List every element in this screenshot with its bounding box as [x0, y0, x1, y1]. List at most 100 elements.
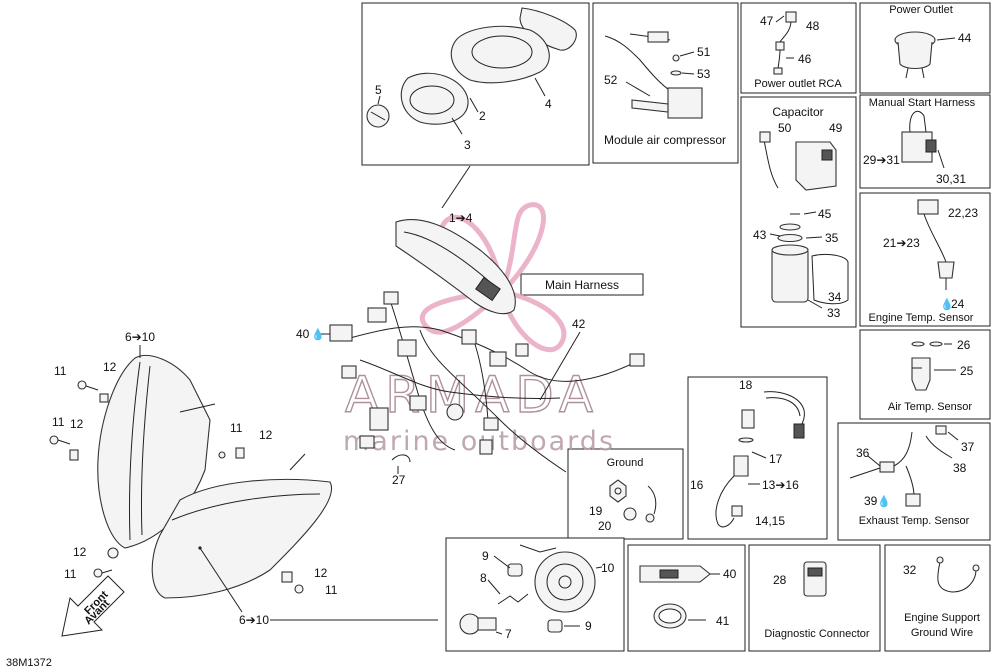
leader-44 [936, 37, 956, 41]
title-capacitor: Capacitor [772, 105, 823, 119]
capacitor-sleeve-part-34 [811, 253, 849, 305]
screw-51 [672, 54, 680, 62]
sealant-label [659, 569, 679, 579]
capacitor-wire [763, 139, 779, 189]
engine-temp-connector [917, 199, 939, 215]
diagnostic-connector-body [803, 561, 827, 597]
manual-start-harness-parts [901, 110, 945, 169]
rca-connector [775, 41, 785, 51]
leader-2 [469, 97, 479, 113]
callout-2: 2 [479, 109, 486, 123]
callout-20: 20 [598, 519, 612, 533]
ground-parts [609, 479, 657, 523]
ground-wire-terminal [972, 564, 980, 572]
power-outlet-terminal [921, 67, 925, 79]
diagnostic-connector-latch [807, 567, 823, 577]
leader-4 [534, 77, 546, 97]
connector [369, 407, 389, 431]
callout-13-16: 13➔16 [762, 478, 799, 492]
bulb-7 [459, 613, 481, 635]
callout-6-10-bottom: 6➔10 [239, 613, 269, 627]
title-engine-temp-sensor: Engine Temp. Sensor [869, 312, 974, 324]
capacitor-connector [759, 131, 771, 143]
callout-29-31: 29➔31 [863, 153, 900, 167]
callout-11c: 11 [230, 421, 243, 435]
callout-18: 18 [739, 378, 753, 392]
leader-52 [625, 81, 651, 97]
harness-clip-part-27 [391, 454, 411, 463]
callout-27: 27 [392, 473, 406, 487]
tether-key [741, 409, 755, 429]
leader-17 [751, 451, 767, 459]
leader-headlight-right [289, 453, 306, 471]
module-air-compressor-parts [604, 31, 703, 119]
front-direction-arrow: Front Avant [61, 575, 125, 637]
engine-temp-sensor-parts [917, 199, 955, 290]
leader-9a [493, 555, 511, 569]
dash-console-edge [403, 231, 491, 283]
connector [629, 353, 645, 367]
callout-34: 34 [828, 290, 842, 304]
capacitor-bracket-slot [821, 149, 833, 161]
engine-temp-sensor-box [859, 192, 991, 327]
leader-45 [803, 211, 817, 215]
title-manual-start-harness: Manual Start Harness [869, 97, 976, 109]
callout-37: 37 [961, 440, 975, 454]
leader-10 [595, 566, 603, 569]
ground-terminal [645, 513, 655, 523]
harness-ground-lead [419, 329, 567, 473]
callout-11e: 11 [325, 583, 338, 597]
exhaust-sensor-wire [893, 431, 913, 467]
connector [367, 307, 387, 323]
callout-39: 39 [864, 494, 878, 508]
headlight-trim [129, 361, 141, 541]
connector [461, 329, 477, 345]
droplet-icon-40: 💧 [311, 328, 325, 341]
callout-41: 41 [716, 614, 730, 628]
sealant-box [627, 544, 746, 652]
gauge-bezel-part-3 [400, 72, 469, 125]
callout-9b: 9 [585, 619, 592, 633]
gauge-bezel-window [409, 85, 455, 115]
title-exhaust-temp-sensor: Exhaust Temp. Sensor [859, 515, 970, 527]
bulb-socket-9 [507, 563, 523, 577]
callout-4: 4 [545, 97, 552, 111]
callout-12d: 12 [73, 545, 87, 559]
leader-33 [807, 299, 823, 309]
callout-10: 10 [601, 561, 615, 575]
capacitor-can-part-33 [771, 247, 809, 303]
ground-wire-terminal [936, 556, 944, 564]
tether-switch-body [733, 455, 749, 477]
gauge-assembly [366, 7, 577, 209]
nut-12 [235, 447, 245, 459]
callout-1-4: 1➔4 [449, 211, 473, 225]
bulb-cover-10 [534, 551, 596, 613]
diagnostic-connector-parts [803, 561, 827, 597]
callout-35: 35 [825, 231, 839, 245]
leader-6-10-bottom [199, 547, 243, 613]
washer-53 [670, 70, 682, 76]
compressor-module [667, 87, 703, 119]
washer-43 [779, 223, 801, 231]
watermark-tagline: marine outboards [343, 426, 615, 457]
callout-28: 28 [773, 573, 787, 587]
leader-headlight-left [179, 403, 216, 413]
power-outlet-rca-box [740, 2, 857, 94]
screw-11 [93, 568, 103, 578]
callout-53: 53 [697, 67, 711, 81]
tether-box [687, 376, 828, 540]
callout-11b: 11 [52, 415, 65, 429]
power-outlet-parts [894, 31, 956, 79]
leader-42 [539, 331, 581, 401]
rca-wire [779, 21, 792, 43]
callout-42: 42 [572, 317, 586, 331]
tether-oring-17 [738, 437, 754, 443]
title-diagnostic-connector: Diagnostic Connector [764, 628, 870, 640]
callout-52: 52 [604, 73, 618, 87]
manual-start-harness-loop [909, 110, 927, 133]
bulb-cover-rim [519, 544, 557, 553]
compressor-hose [604, 35, 673, 93]
callout-11a: 11 [54, 364, 67, 378]
bulb-socket-9 [547, 619, 563, 633]
callout-38: 38 [953, 461, 967, 475]
